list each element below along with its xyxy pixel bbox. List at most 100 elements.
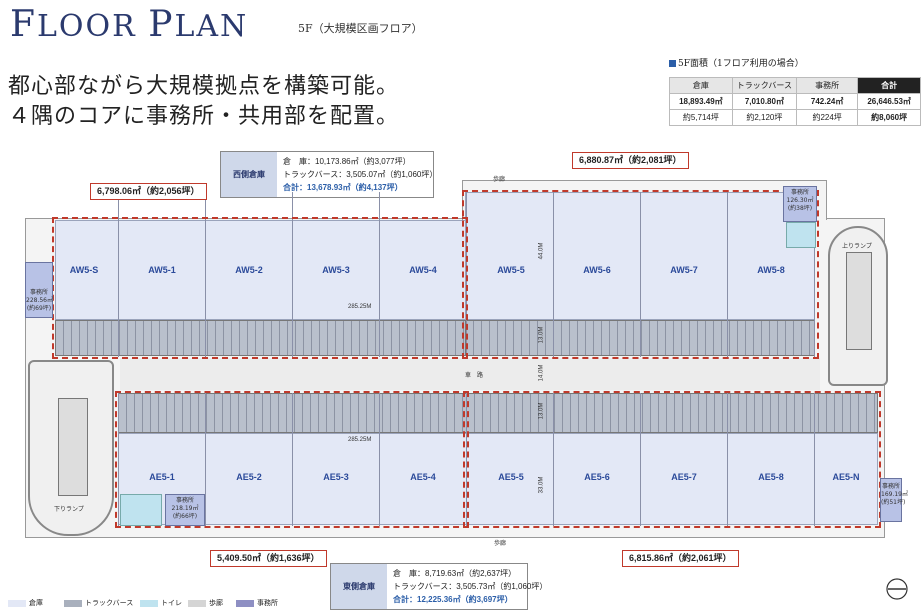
bay-label-aw5-4: AW5-4 — [409, 265, 437, 275]
bay-divider — [814, 393, 815, 526]
bay-divider — [205, 192, 206, 357]
legend-swatch — [188, 599, 206, 607]
toilet-sw — [120, 494, 162, 526]
west-warehouse-line: 倉 庫：10,173.86㎡（約3,077坪） — [283, 157, 411, 166]
table-cell: 約5,714坪 — [669, 109, 733, 126]
table-cell: 7,010.80㎡ — [731, 93, 798, 110]
dimension-vertical: 13.0M — [538, 326, 545, 344]
legend-item: 歩廊 — [188, 598, 223, 608]
bay-divider — [379, 192, 380, 357]
dimension-north: 285.25M — [348, 304, 372, 310]
table-cell: 約2,120坪 — [731, 109, 798, 126]
legend-label: 倉庫 — [29, 599, 43, 607]
up-ramp-core — [846, 252, 872, 350]
area-callout-ne: 6,880.87㎡（約2,081坪） — [572, 152, 689, 169]
truck-berth-sw — [118, 393, 468, 433]
table-header: トラックバース — [731, 77, 798, 94]
area-table: 倉庫 トラックバース 事務所 合計 18,893.49㎡ 7,010.80㎡ 7… — [669, 77, 921, 126]
bay-divider — [379, 393, 380, 526]
legend-item: トラックバース — [64, 598, 133, 608]
west-warehouse-line: トラックバース：3,505.07㎡（約1,060坪） — [283, 170, 438, 179]
toilet-ne — [786, 222, 816, 248]
east-warehouse-line: トラックバース：3,505.73㎡（約1,060坪） — [393, 582, 548, 591]
table-header: 倉庫 — [669, 77, 733, 94]
bay-label-ae5-8: AE5-8 — [758, 472, 784, 482]
office-sw: 事務所 218.19㎡ (約66坪) — [165, 494, 205, 526]
legend-item: 倉庫 — [8, 598, 43, 608]
area-callout-sw: 5,409.50㎡（約1,636坪） — [210, 550, 327, 567]
bay-divider — [727, 393, 728, 526]
legend-label: トラックバース — [85, 599, 134, 607]
legend-swatch — [236, 599, 254, 607]
west-warehouse-label: 西側倉庫 — [221, 152, 277, 197]
bay-label-aw5-1: AW5-1 — [148, 265, 176, 275]
table-cell: 約8,060坪 — [857, 109, 921, 126]
bay-label-ae5-n: AE5-N — [832, 472, 860, 482]
area-callout-nw: 6,798.06㎡（約2,056坪） — [90, 183, 207, 200]
legend-item: 事務所 — [236, 598, 278, 608]
office-sw-label: 事務所 218.19㎡ (約66坪) — [171, 497, 199, 520]
corridor-top-label: 歩廊 — [493, 177, 506, 183]
east-warehouse-line: 倉 庫：8,719.63㎡（約2,637坪） — [393, 569, 517, 578]
truck-berth-se — [466, 393, 878, 433]
bay-divider — [640, 393, 641, 526]
lease-zone-sw — [115, 391, 469, 528]
table-cell: 約224坪 — [796, 109, 859, 126]
legend-label: トイレ — [161, 599, 182, 607]
bay-label-aw5-3: AW5-3 — [322, 265, 350, 275]
down-ramp-core — [58, 398, 88, 496]
legend-item: トイレ — [140, 598, 182, 608]
bay-divider — [814, 192, 815, 357]
table-header: 合計 — [857, 77, 921, 94]
dimension-vertical: 13.0M — [538, 402, 545, 420]
bay-divider — [466, 393, 467, 526]
dimension-south: 285.25M — [348, 437, 372, 443]
office-ne-label: 事務所 126.30㎡ (約38坪) — [786, 189, 814, 212]
up-ramp-label: 上りランプ — [842, 244, 872, 250]
bay-label-aw5-7: AW5-7 — [670, 265, 698, 275]
bay-label-ae5-6: AE5-6 — [584, 472, 610, 482]
bay-label-ae5-3: AE5-3 — [323, 472, 349, 482]
legend-swatch — [8, 599, 26, 607]
bay-label-aw5-s: AW5-S — [69, 265, 99, 275]
bay-label-ae5-5: AE5-5 — [498, 472, 524, 482]
table-header: 事務所 — [796, 77, 859, 94]
bay-divider — [118, 393, 119, 526]
vehicle-road — [120, 358, 820, 390]
west-warehouse-box: 西側倉庫 倉 庫：10,173.86㎡（約3,077坪） トラックバース：3,5… — [220, 151, 438, 198]
down-ramp-label: 下りランプ — [54, 507, 84, 513]
warehouse-area-nw — [55, 220, 467, 320]
legend-swatch — [140, 599, 158, 607]
headline-line1: 都心部ながら大規模拠点を構築可能。 — [8, 74, 400, 99]
table-cell: 26,646.53㎡ — [857, 93, 921, 110]
lease-zone-nw — [52, 217, 468, 359]
legend-label: 歩廊 — [209, 599, 223, 607]
page-title: FLOOR PLAN — [10, 4, 249, 45]
table-cell: 18,893.49㎡ — [669, 93, 733, 110]
bay-divider — [553, 192, 554, 357]
dimension-vertical: 33.0M — [538, 476, 545, 494]
office-se-label: 事務所 169.19㎡ (約51坪) — [881, 483, 908, 506]
office-ne: 事務所 126.30㎡ (約38坪) — [783, 186, 817, 222]
truck-berth-nw — [55, 320, 467, 356]
east-warehouse-box: 東側倉庫 倉 庫：8,719.63㎡（約2,637坪） トラックバース：3,50… — [330, 563, 547, 610]
legend-label: 事務所 — [257, 599, 278, 607]
bay-label-ae5-2: AE5-2 — [236, 472, 262, 482]
bay-label-ae5-7: AE5-7 — [671, 472, 697, 482]
bay-divider — [292, 192, 293, 357]
area-table-title: 5F面積（1フロア利用の場合） — [669, 56, 804, 69]
office-nw: 事務所 228.56㎡ (約69坪) — [25, 262, 53, 318]
north-arrow-icon — [886, 578, 908, 600]
dimension-vertical: 14.0M — [538, 364, 545, 382]
west-warehouse-total: 合計：13,678.93㎡（約4,137坪） — [283, 183, 403, 192]
lease-zone-se — [463, 391, 881, 528]
lease-zone-ne — [462, 190, 819, 359]
bay-divider — [727, 192, 728, 357]
bay-label-aw5-2: AW5-2 — [235, 265, 263, 275]
area-callout-se: 6,815.86㎡（約2,061坪） — [622, 550, 739, 567]
square-icon — [669, 60, 676, 67]
bay-label-ae5-4: AE5-4 — [410, 472, 436, 482]
bay-label-aw5-5: AW5-5 — [497, 265, 525, 275]
warehouse-area-se — [466, 433, 878, 525]
bay-label-ae5-1: AE5-1 — [149, 472, 175, 482]
